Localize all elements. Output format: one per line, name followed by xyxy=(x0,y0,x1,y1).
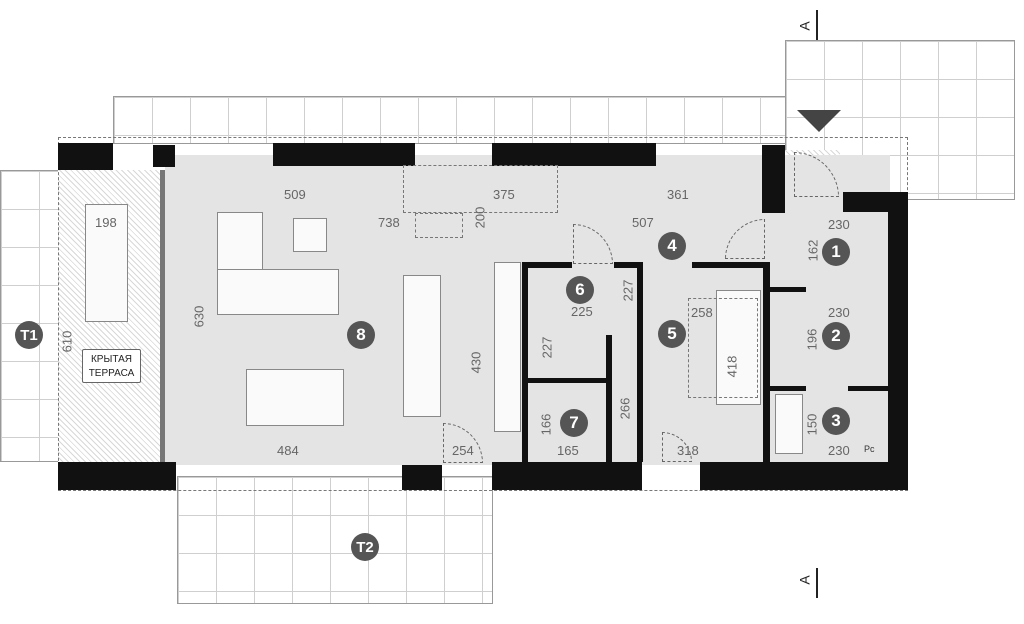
wall xyxy=(58,143,113,170)
dimension: 509 xyxy=(284,187,306,202)
dimension: 150 xyxy=(804,413,820,436)
dining-table xyxy=(246,369,344,426)
wall xyxy=(492,462,642,490)
staircase xyxy=(403,165,558,213)
bed-sofa xyxy=(716,290,761,405)
interior-wall xyxy=(637,262,643,462)
terrace-t2 xyxy=(177,476,493,604)
interior-wall xyxy=(606,335,612,462)
staircase-lower xyxy=(415,213,463,238)
interior-wall xyxy=(522,262,528,462)
kitchen-island xyxy=(403,275,441,417)
wall xyxy=(58,462,176,490)
interior-wall xyxy=(614,262,642,268)
room-badge-7: 7 xyxy=(560,409,588,437)
ottoman xyxy=(293,218,327,252)
section-marker-bottom: A xyxy=(796,575,813,585)
section-line-top xyxy=(816,10,818,40)
section-line-bottom xyxy=(816,568,818,598)
dimension: 166 xyxy=(538,413,554,436)
dimension: 227 xyxy=(620,279,636,302)
terrace-badge-t1: T1 xyxy=(15,321,43,349)
interior-wall xyxy=(528,378,608,383)
dimension: 258 xyxy=(691,305,713,320)
dimension: 375 xyxy=(493,187,515,202)
room-badge-2: 2 xyxy=(822,322,850,350)
dimension: 230 xyxy=(828,305,850,320)
dimension: 225 xyxy=(571,304,593,319)
terrace-table xyxy=(85,204,128,322)
interior-wall xyxy=(763,262,770,462)
covered-terrace-label: КРЫТАЯ ТЕРРАСА xyxy=(82,349,141,383)
interior-wall xyxy=(848,386,888,391)
dimension: 196 xyxy=(804,328,820,351)
covered-terrace-line1: КРЫТАЯ xyxy=(90,354,132,365)
wall xyxy=(402,465,442,490)
dimension: 165 xyxy=(557,443,579,458)
top-terrace xyxy=(113,96,786,144)
dimension: 610 xyxy=(59,330,75,353)
dimension: 200 xyxy=(472,206,488,229)
covered-terrace-line2: ТЕРРАСА xyxy=(88,368,135,379)
dimension: 230 xyxy=(828,443,850,458)
dimension: 162 xyxy=(805,239,821,262)
dimension: 738 xyxy=(378,215,400,230)
sofa xyxy=(217,269,339,315)
wall xyxy=(888,192,908,490)
room-badge-4: 4 xyxy=(658,232,686,260)
wall xyxy=(700,462,908,490)
kitchen-counter xyxy=(494,262,521,432)
dimension: 266 xyxy=(617,397,633,420)
wall xyxy=(153,145,175,167)
interior-wall xyxy=(522,262,572,268)
section-arrow-icon xyxy=(797,110,841,132)
dimension: 630 xyxy=(191,305,207,328)
room-badge-3: 3 xyxy=(822,407,850,435)
dimension: 418 xyxy=(724,355,740,378)
rug xyxy=(688,298,758,398)
wall xyxy=(160,170,165,462)
dimension: 430 xyxy=(468,351,484,374)
wall xyxy=(492,143,656,166)
dimension: 230 xyxy=(828,217,850,232)
room-badge-6: 6 xyxy=(566,276,594,304)
dimension: 507 xyxy=(632,215,654,230)
terrace-badge-t2: T2 xyxy=(351,533,379,561)
interior-wall xyxy=(770,386,806,391)
room-badge-1: 1 xyxy=(822,238,850,266)
dimension: 198 xyxy=(95,215,117,230)
dimension: 227 xyxy=(539,336,555,359)
room-badge-8: 8 xyxy=(347,321,375,349)
dimension: 484 xyxy=(277,443,299,458)
dimension: 361 xyxy=(667,187,689,202)
wall xyxy=(273,143,415,166)
section-marker-top: A xyxy=(796,21,813,31)
dimension: 318 xyxy=(677,443,699,458)
dimension: 254 xyxy=(452,443,474,458)
room-badge-5: 5 xyxy=(658,320,686,348)
boiler-label: Pc xyxy=(864,444,875,454)
interior-wall xyxy=(770,287,806,292)
wall xyxy=(762,145,785,213)
interior-wall xyxy=(692,262,770,268)
kitchenette xyxy=(775,394,803,454)
